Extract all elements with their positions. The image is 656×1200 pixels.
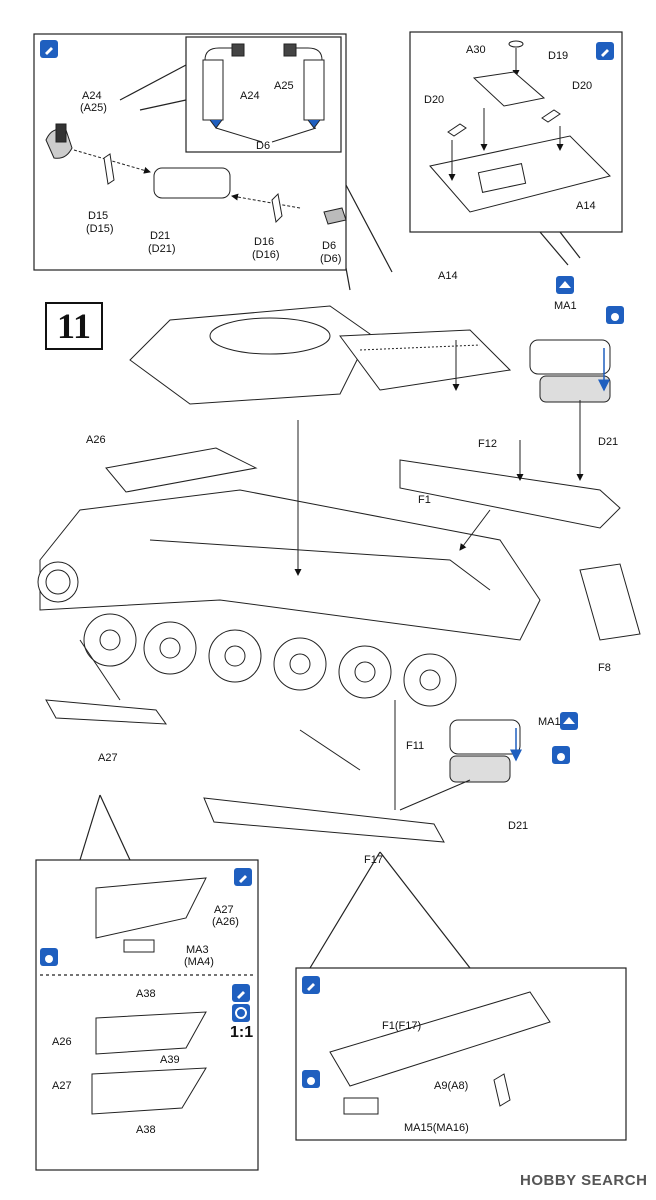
hull-top — [129, 305, 512, 405]
pipe-detail — [202, 43, 325, 143]
part-label: MA3 — [186, 944, 209, 956]
part-label: (A25) — [80, 102, 107, 114]
hatch-parts — [429, 40, 611, 213]
part-label: D21 — [598, 436, 619, 448]
cement-icon — [596, 42, 614, 60]
cement-icon — [302, 976, 320, 994]
part-label: D21 — [150, 230, 171, 242]
part-label: A24 — [240, 90, 260, 102]
part-label: F1 — [418, 494, 431, 506]
part-label: MA15(MA16) — [404, 1122, 469, 1134]
part-label: D19 — [548, 50, 569, 62]
part-label: (D15) — [86, 223, 114, 235]
part-label: F12 — [478, 438, 497, 450]
part-label: D20 — [424, 94, 445, 106]
glue-drop-icon — [606, 306, 624, 324]
assembly-lines — [79, 340, 584, 811]
part-label: A38 — [136, 988, 156, 1000]
part-label: MA1 — [538, 716, 561, 728]
part-label: D6 — [256, 140, 271, 152]
part-label: D16 — [254, 236, 275, 248]
part-label: F1(F17) — [382, 1020, 422, 1032]
metal-part-icon — [560, 712, 578, 730]
part-label: A24 — [82, 90, 102, 102]
engine-cylinders — [449, 339, 611, 783]
metal-part-icon — [556, 276, 574, 294]
ratio-label: 1:1 — [230, 1024, 254, 1041]
step-number: 11 — [45, 302, 103, 350]
rear-fender-parts — [329, 991, 551, 1115]
part-label: A27 — [98, 752, 118, 764]
part-label: (D6) — [320, 253, 342, 265]
part-label: D15 — [88, 210, 109, 222]
part-label: A26 — [86, 434, 106, 446]
cement-icon — [232, 984, 250, 1002]
part-label: F11 — [406, 740, 425, 752]
part-label: F8 — [598, 662, 611, 674]
part-label: A27 — [52, 1080, 72, 1092]
part-label: A27 — [214, 904, 234, 916]
part-label: (D16) — [252, 249, 280, 261]
part-label: A39 — [160, 1054, 180, 1066]
part-label: A26 — [52, 1036, 72, 1048]
watermark: HOBBY SEARCH — [520, 1172, 648, 1189]
part-label: A14 — [438, 270, 458, 282]
scale-icon — [232, 1004, 250, 1022]
road-wheels — [83, 613, 457, 707]
part-label: (MA4) — [184, 956, 214, 968]
part-label: D21 — [508, 820, 529, 832]
part-label: A9(A8) — [434, 1080, 469, 1092]
part-label: D20 — [572, 80, 593, 92]
glue-drop-icon — [302, 1070, 320, 1088]
hull-lower — [37, 489, 541, 641]
detail-box-fender-front — [35, 794, 259, 1171]
cement-icon — [234, 868, 252, 886]
cement-icon — [40, 40, 58, 58]
part-label: MA1 — [554, 300, 577, 312]
part-label: A25 — [274, 80, 294, 92]
front-fender-parts — [91, 877, 207, 1115]
part-label: F17 — [364, 854, 383, 866]
part-label: D6 — [322, 240, 337, 252]
detail-box-fender-rear — [295, 851, 627, 1141]
part-label: A30 — [466, 44, 486, 56]
exhaust-parts — [45, 123, 347, 225]
detail-box-exhaust — [33, 33, 393, 291]
part-label: A14 — [576, 200, 596, 212]
glue-drop-icon — [40, 948, 58, 966]
glue-drop-icon — [552, 746, 570, 764]
fenders — [45, 447, 641, 843]
part-label: (A26) — [212, 916, 239, 928]
part-label: (D21) — [148, 243, 176, 255]
part-label: A38 — [136, 1124, 156, 1136]
